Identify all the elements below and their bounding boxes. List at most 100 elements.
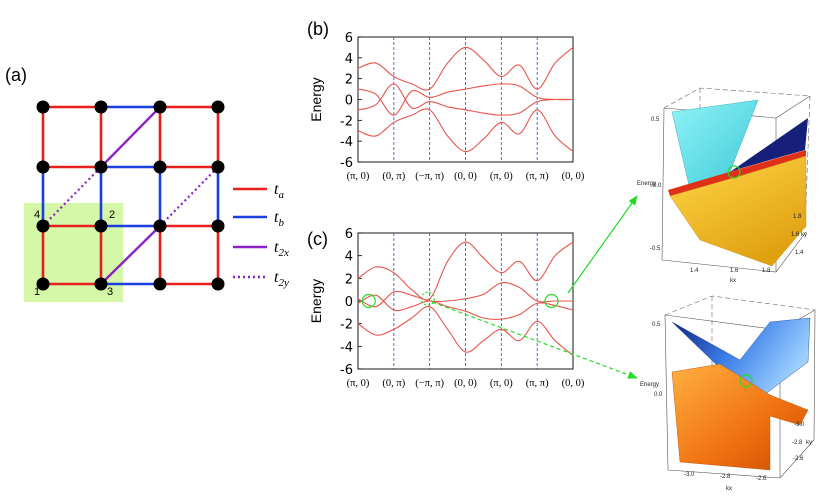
lattice-site-1-2 — [153, 160, 167, 174]
box-back-edges — [664, 295, 816, 430]
surface-plot-bottom: Energy 0.5 0.0 -3.0 -2.8 -2.6 kx -3.0 -2… — [640, 295, 816, 492]
y-tick-1: -2.8 — [792, 440, 803, 446]
lattice-site-1-3 — [211, 160, 225, 174]
surface-plot-top: Energy 0.5 0.0 -0.5 1.4 1.6 1.8 kx 1.8 1… — [637, 87, 811, 284]
site-label-3: 3 — [107, 286, 113, 298]
z-axis-label: Energy — [637, 181, 656, 187]
lattice-site-3-1 — [94, 277, 108, 291]
k-tick-label-4: (π, 0) — [490, 378, 513, 389]
dirac-point-marker — [739, 374, 753, 388]
dirac-point-marker-2 — [544, 293, 559, 309]
k-tick-label-5: (π, π) — [526, 171, 549, 182]
k-tick-label-1: (0, π) — [382, 378, 405, 389]
band-line-0 — [357, 241, 574, 301]
y-tick-label-0: 6 — [345, 31, 353, 46]
k-tick-label-6: (0, 0) — [562, 378, 585, 389]
lattice-site-3-3 — [211, 277, 225, 291]
upper-band-edge — [730, 118, 808, 172]
y-tick-1: 1.6 — [791, 232, 800, 238]
legend-label-t_2x: t2x — [274, 239, 289, 259]
x-axis-label: kx — [730, 278, 736, 284]
y-tick-label-3: 0 — [345, 94, 353, 109]
z-tick-2: -0.5 — [650, 246, 661, 252]
panel-label-c: (c) — [307, 229, 328, 249]
lattice-site-3-0 — [36, 277, 50, 291]
t2y-bond-1 — [159, 166, 219, 227]
band-line-2 — [357, 294, 574, 320]
site-label-1: 1 — [34, 286, 40, 298]
x-tick-0: 1.4 — [690, 268, 699, 274]
y-tick-label-2: 2 — [345, 272, 353, 287]
legend-label-t_a: ta — [274, 181, 284, 201]
x-tick-0: -3.0 — [684, 472, 695, 478]
k-tick-label-6: (0, 0) — [562, 171, 585, 182]
k-tick-label-0: (π, 0) — [347, 171, 370, 182]
dirac-point-marker-1 — [420, 291, 435, 306]
lattice-site-1-1 — [94, 160, 108, 174]
t2x-bond-0 — [100, 106, 161, 168]
t2x-bond-1 — [100, 225, 161, 285]
y-tick-label-1: 4 — [345, 250, 353, 265]
y-tick-label-2: 2 — [345, 73, 353, 88]
lower-band-surface — [671, 363, 809, 471]
lattice-site-1-0 — [36, 160, 50, 174]
band-line-2 — [357, 83, 574, 116]
z-axis-label: Energy — [640, 382, 659, 388]
y-tick-label-4: -2 — [340, 318, 353, 333]
z-tick-0: 0.5 — [652, 322, 661, 328]
y-axis-label: Energy — [308, 279, 324, 323]
x-axis-label: kx — [726, 486, 732, 492]
y-axis-label: ky — [801, 232, 807, 238]
lattice-diagram: 1 2 3 4 — [24, 100, 225, 302]
legend-label-t_2y: t2y — [274, 269, 289, 289]
y-axis-label: ky — [806, 440, 812, 446]
z-tick-1: 0.0 — [654, 392, 663, 398]
k-tick-label-5: (π, π) — [526, 378, 549, 389]
k-tick-label-1: (0, π) — [382, 171, 405, 182]
k-tick-label-4: (π, 0) — [490, 171, 513, 182]
x-tick-2: -2.6 — [756, 476, 767, 482]
x-tick-1: -2.8 — [720, 474, 731, 480]
y-tick-0: -3.0 — [794, 422, 805, 428]
y-tick-2: -2.6 — [793, 456, 804, 462]
lattice-site-0-2 — [153, 100, 167, 114]
y-tick-0: 1.8 — [793, 214, 802, 220]
y-tick-label-3: 0 — [345, 295, 353, 310]
lattice-site-2-1 — [94, 219, 108, 233]
lattice-site-0-3 — [211, 100, 225, 114]
site-label-2: 2 — [109, 209, 115, 221]
y-tick-label-6: -6 — [340, 156, 353, 171]
k-tick-label-3: (0, 0) — [454, 378, 477, 389]
lower-band-surface — [669, 155, 807, 267]
panel-label-a: (a) — [5, 65, 27, 85]
band-line-3 — [357, 108, 574, 153]
lattice-site-2-0 — [36, 219, 50, 233]
panel-label-b: (b) — [307, 19, 329, 39]
y-tick-label-1: 4 — [345, 52, 353, 67]
band-line-1 — [357, 282, 573, 308]
arrow-to-bottom-surface — [431, 301, 638, 379]
y-tick-label-6: -6 — [340, 363, 353, 378]
dirac-point-marker-0 — [361, 293, 376, 309]
lattice-site-2-2 — [153, 219, 167, 233]
z-tick-1: 0.0 — [653, 183, 662, 189]
site-label-4: 4 — [34, 209, 40, 221]
k-tick-label-2: (−π, π) — [415, 378, 444, 389]
k-tick-label-0: (π, 0) — [347, 378, 370, 389]
lattice-site-2-3 — [211, 219, 225, 233]
y-tick-label-5: -4 — [340, 135, 353, 150]
y-tick-label-5: -4 — [340, 340, 353, 355]
arrow-to-top-surface — [567, 195, 638, 294]
y-tick-label-4: -2 — [340, 114, 353, 129]
lattice-site-0-0 — [36, 100, 50, 114]
x-tick-2: 1.8 — [762, 268, 771, 274]
dirac-point-marker — [727, 165, 741, 179]
x-tick-1: 1.6 — [730, 268, 739, 274]
band-rim — [668, 150, 806, 196]
band-line-0 — [357, 46, 574, 91]
lattice-site-3-2 — [153, 277, 167, 291]
